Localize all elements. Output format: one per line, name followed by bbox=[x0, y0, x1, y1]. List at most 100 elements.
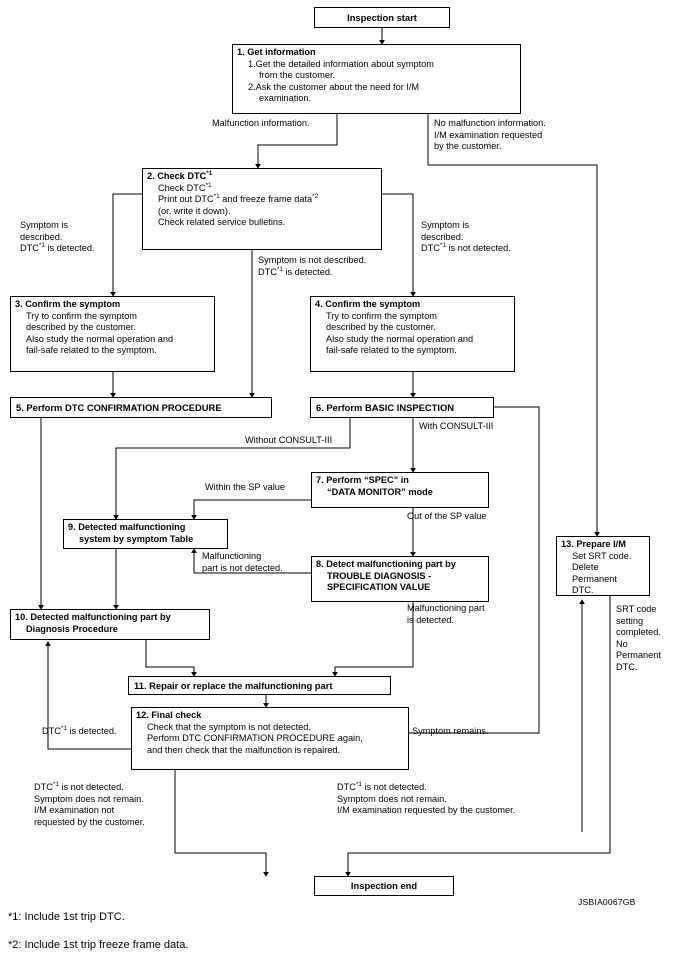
edge-label-left-exit-line-1: DTC*1 is not detected. bbox=[34, 780, 145, 794]
edge-label-srt-line-4: No bbox=[616, 638, 628, 649]
edge-label-no-malfunction-line-1: No malfunction information. bbox=[434, 118, 546, 128]
node-2-line-2-mid: and freeze frame data bbox=[219, 194, 313, 205]
edge-label-with-consult: With CONSULT-III bbox=[419, 421, 494, 431]
node-4-line-1: Try to confirm the symptom bbox=[326, 310, 437, 321]
edge-label-right-exit-condition: DTC*1 is not detected. Symptom does not … bbox=[337, 780, 516, 817]
node-9-line-2: system by symptom Table bbox=[79, 533, 194, 544]
edge-label-within-sp-value: Within the SP value bbox=[205, 482, 286, 492]
footnote-1: *1: Include 1st trip DTC. bbox=[8, 911, 125, 923]
edge-label-srt-line-3: completed. bbox=[616, 627, 661, 638]
edge-label-mpnd-line-2: part is not detected. bbox=[202, 562, 283, 573]
node-11-repair-or-replace[interactable]: 11. Repair or replace the malfunctioning… bbox=[128, 676, 391, 695]
node-12-line-3: and then check that the malfunction is r… bbox=[147, 744, 341, 755]
edge-label-left-exit-dtc: DTC bbox=[34, 782, 53, 792]
node-4-title: 4. Confirm the symptom bbox=[315, 299, 421, 309]
node-2-line-4: Check related service bulletins. bbox=[158, 217, 286, 228]
node-10-line-2: Diagnosis Procedure bbox=[26, 623, 118, 634]
edge-label-sdnd-line-3: DTC*1 is not detected. bbox=[421, 242, 511, 255]
node-2-title: 2. Check DTC*1 bbox=[147, 169, 378, 183]
edge-label-symptom-described-dtc-detected: Symptom is described. DTC*1 is detected. bbox=[20, 220, 94, 255]
node-4-line-2: described by the customer. bbox=[326, 322, 436, 333]
node-2-title-footnote: *1 bbox=[206, 169, 213, 177]
edge-label-left-exit-line-2: Symptom does not remain. bbox=[34, 793, 144, 804]
node-13-line-3: Permanent bbox=[572, 573, 617, 584]
edge-label-dtc-detected-rest: is detected. bbox=[66, 726, 117, 736]
edge-label-snd-rest: is detected. bbox=[282, 266, 333, 277]
edge-label-srt-line-6: DTC. bbox=[616, 661, 638, 672]
edge-label-sd-line-2: described. bbox=[20, 231, 63, 242]
node-3-line-2: described by the customer. bbox=[26, 322, 136, 333]
footnote-2: *2: Include 1st trip freeze frame data. bbox=[8, 939, 189, 951]
node-5-dtc-confirmation-procedure[interactable]: 5. Perform DTC CONFIRMATION PROCEDURE bbox=[10, 397, 272, 418]
edge-label-dtc-detected-text: DTC bbox=[42, 726, 61, 736]
node-13-prepare-im[interactable]: 13. Prepare I/M Set SRT code. Delete Per… bbox=[556, 536, 650, 596]
node-3-title: 3. Confirm the symptom bbox=[15, 299, 121, 309]
edge-label-right-exit-line-3: I/M examination requested by the custome… bbox=[337, 805, 516, 816]
node-2-line-2: Print out DTC*1 and freeze frame data*2 bbox=[147, 193, 378, 206]
edge-label-no-malfunction-line-2: I/M examination requested bbox=[434, 129, 543, 140]
edge-label-right-exit-footnote: *1 bbox=[355, 780, 362, 788]
node-8-detect-malfunctioning-part[interactable]: 8. Detect malfunctioning part by TROUBLE… bbox=[311, 556, 489, 602]
node-inspection-end[interactable]: Inspection end bbox=[314, 876, 454, 896]
node-7-perform-spec[interactable]: 7. Perform “SPEC” in “DATA MONITOR” mode bbox=[311, 472, 489, 508]
edge-label-left-exit-line-3: I/M examination not bbox=[34, 805, 115, 816]
node-2-line-1-text: Check DTC bbox=[158, 182, 206, 193]
node-3-confirm-symptom[interactable]: 3. Confirm the symptom Try to confirm th… bbox=[10, 296, 215, 372]
node-1-line-3: 2.Ask the customer about the need for I/… bbox=[248, 81, 420, 92]
node-2-line-3: (or, write it down). bbox=[158, 205, 231, 216]
edge-label-no-malfunction-line-3: by the customer. bbox=[434, 141, 502, 152]
edge-label-sd-footnote: *1 bbox=[38, 242, 45, 250]
node-3-line-4: fail-safe related to the symptom. bbox=[26, 345, 157, 356]
edge-label-sd-rest: is detected. bbox=[44, 243, 95, 254]
node-2-check-dtc[interactable]: 2. Check DTC*1 Check DTC*1 Print out DTC… bbox=[142, 168, 382, 250]
edge-label-mpd-line-1: Malfunctioning part bbox=[407, 603, 485, 613]
edge-label-mpd-line-2: is detected. bbox=[407, 614, 454, 625]
node-3-line-3: Also study the normal operation and bbox=[26, 333, 174, 344]
node-8-title: 8. Detect malfunctioning part by bbox=[316, 559, 456, 569]
node-13-line-4: DTC. bbox=[572, 585, 594, 596]
edge-label-left-exit-line-4: requested by the customer. bbox=[34, 816, 145, 827]
node-13-line-1: Set SRT code. bbox=[572, 550, 632, 561]
node-10-detected-malfunctioning-part[interactable]: 10. Detected malfunctioning part by Diag… bbox=[10, 609, 210, 640]
edge-label-snd-dtc: DTC bbox=[258, 266, 277, 277]
node-12-line-2: Perform DTC CONFIRMATION PROCEDURE again… bbox=[147, 733, 363, 744]
edge-label-without-consult: Without CONSULT-III bbox=[245, 435, 333, 445]
edge-label-malfunctioning-part-detected: Malfunctioning part is detected. bbox=[407, 603, 485, 626]
node-11-title: 11. Repair or replace the malfunctioning… bbox=[134, 679, 333, 691]
edge-label-symptom-described-dtc-not-detected: Symptom is described. DTC*1 is not detec… bbox=[421, 220, 511, 255]
node-12-final-check[interactable]: 12. Final check Check that the symptom i… bbox=[131, 707, 409, 770]
edge-label-right-exit-line-1: DTC*1 is not detected. bbox=[337, 780, 515, 794]
edge-label-sdnd-line-2: described. bbox=[421, 231, 464, 242]
node-2-line-2-footnote-a: *1 bbox=[213, 193, 220, 201]
node-8-line-2: TROUBLE DIAGNOSIS - bbox=[327, 570, 432, 581]
node-12-title: 12. Final check bbox=[136, 710, 202, 720]
node-4-confirm-symptom[interactable]: 4. Confirm the symptom Try to confirm th… bbox=[310, 296, 515, 372]
node-1-line-2: from the customer. bbox=[259, 70, 336, 81]
edge-label-left-exit-footnote: *1 bbox=[52, 780, 59, 788]
node-5-title: 5. Perform DTC CONFIRMATION PROCEDURE bbox=[16, 401, 222, 413]
edge-label-dtc-is-detected: DTC*1 is detected. bbox=[42, 724, 117, 738]
edge-label-snd-line-1: Symptom is not described. bbox=[258, 255, 367, 265]
edge-label-malfunctioning-part-not-detected: Malfunctioning part is not detected. bbox=[202, 551, 283, 574]
node-4-line-3: Also study the normal operation and bbox=[326, 333, 474, 344]
node-2-line-1-footnote: *1 bbox=[205, 181, 212, 189]
edge-label-snd-line-2: DTC*1 is detected. bbox=[258, 266, 366, 279]
edge-label-malfunction-information: Malfunction information. bbox=[212, 118, 310, 128]
node-inspection-start[interactable]: Inspection start bbox=[314, 7, 450, 28]
node-8-line-3: SPECIFICATION VALUE bbox=[327, 582, 431, 593]
node-6-basic-inspection[interactable]: 6. Perform BASIC INSPECTION bbox=[310, 397, 494, 418]
edge-label-sd-dtc: DTC bbox=[20, 243, 39, 254]
node-1-get-information[interactable]: 1. Get information 1.Get the detailed in… bbox=[232, 44, 521, 114]
node-12-line-1: Check that the symptom is not detected. bbox=[147, 721, 311, 732]
node-3-line-1: Try to confirm the symptom bbox=[26, 310, 137, 321]
node-13-title: 13. Prepare I/M bbox=[561, 539, 626, 549]
node-9-detected-malfunctioning-system[interactable]: 9. Detected malfunctioning system by sym… bbox=[63, 519, 228, 549]
node-7-line-2: “DATA MONITOR” mode bbox=[327, 486, 433, 497]
edge-label-dtc-detected-footnote: *1 bbox=[60, 724, 67, 732]
edge-label-right-exit-dtc: DTC bbox=[337, 782, 356, 792]
node-2-line-1: Check DTC*1 bbox=[147, 181, 378, 195]
node-1-title: 1. Get information bbox=[237, 47, 316, 57]
edge-label-symptom-remains: Symptom remains. bbox=[412, 726, 489, 736]
node-7-title: 7. Perform “SPEC” in bbox=[316, 475, 409, 485]
